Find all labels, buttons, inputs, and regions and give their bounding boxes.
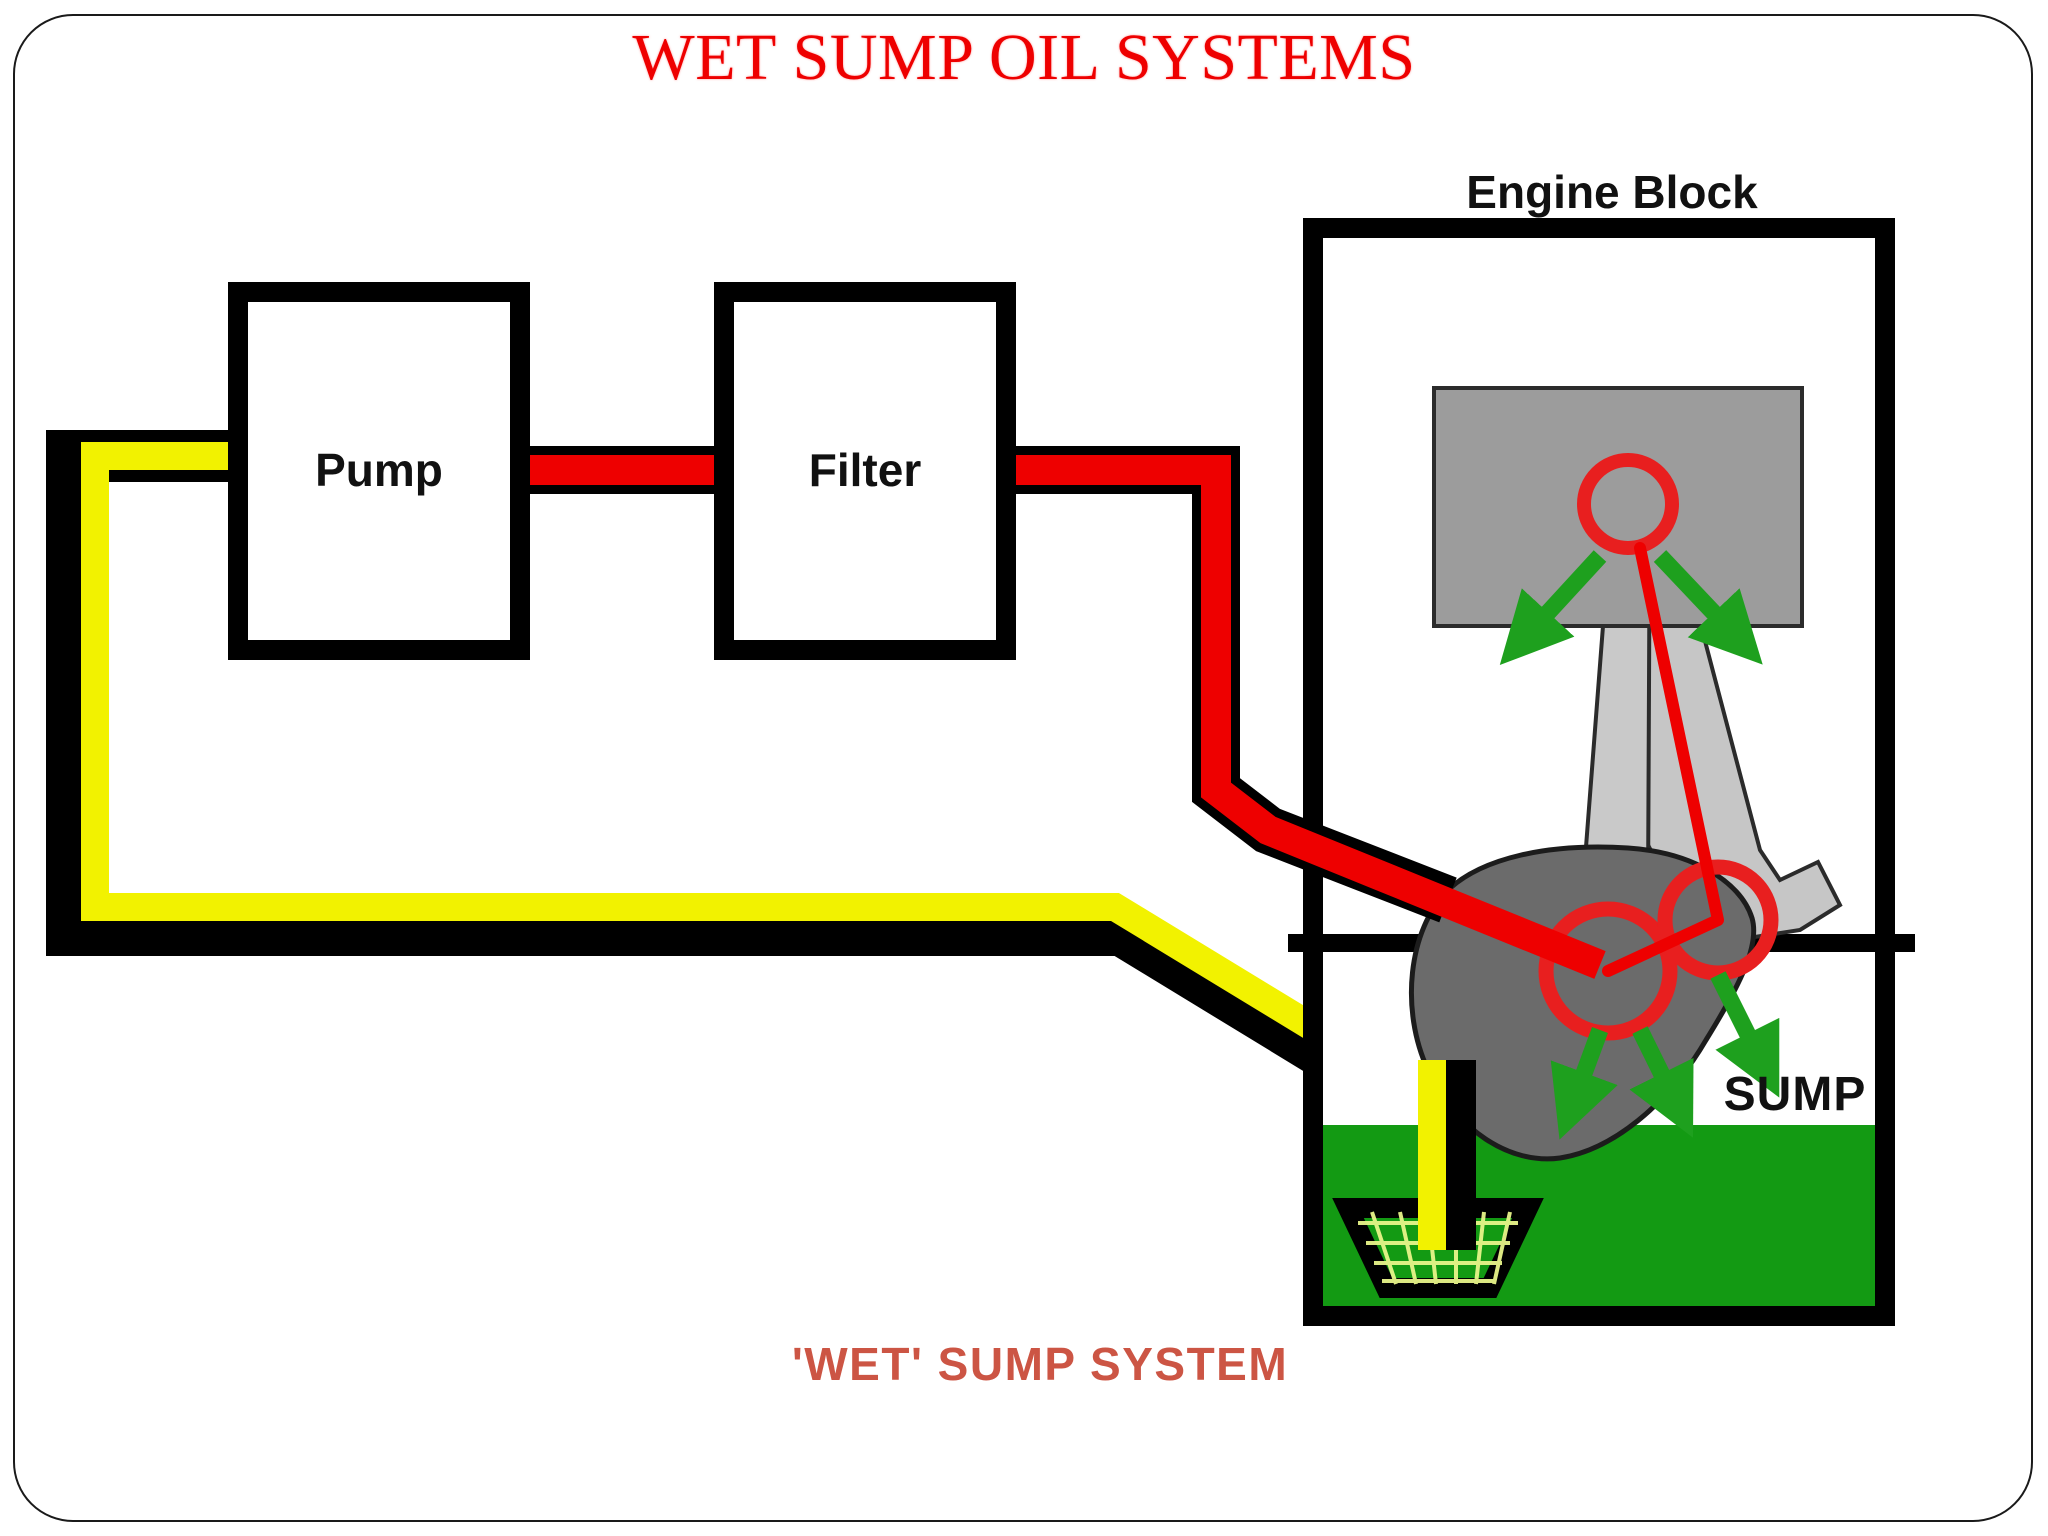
splash-arrow-crank-mid — [1629, 1026, 1694, 1138]
splash-arrows-group — [1499, 550, 1780, 1140]
suction-pipe-dropleg — [1418, 1060, 1476, 1250]
pump-box[interactable]: Pump — [228, 282, 530, 660]
splash-arrow-crank-right — [1710, 971, 1780, 1098]
sump-label: SUMP — [1724, 1068, 1867, 1121]
piston-pin-icon — [1577, 453, 1679, 555]
main-bearing-journal-icon — [1538, 901, 1678, 1041]
pressure-pipe-red — [520, 446, 1724, 979]
page-title: WET SUMP OIL SYSTEMS — [632, 21, 1416, 94]
splash-arrow-piston-left — [1499, 550, 1607, 666]
filter-box-outline[interactable] — [714, 282, 1016, 660]
pump-box-outline[interactable] — [228, 282, 530, 660]
filter-box[interactable]: Filter — [714, 282, 1016, 660]
filter-box-label: Filter — [809, 444, 922, 496]
pressure-pipe-core-outer — [1000, 455, 1606, 979]
splash-arrow-piston-right — [1653, 550, 1763, 665]
piston — [1432, 386, 1804, 628]
rod-journal-icon — [1657, 859, 1779, 981]
splash-arrow-crank-left — [1550, 1027, 1618, 1140]
diagram-caption: 'WET' SUMP SYSTEM — [792, 1338, 1288, 1390]
engine-block-label: Engine Block — [1466, 166, 1758, 218]
pump-box-label: Pump — [315, 444, 443, 496]
internal-oil-gallery — [1602, 542, 1724, 977]
